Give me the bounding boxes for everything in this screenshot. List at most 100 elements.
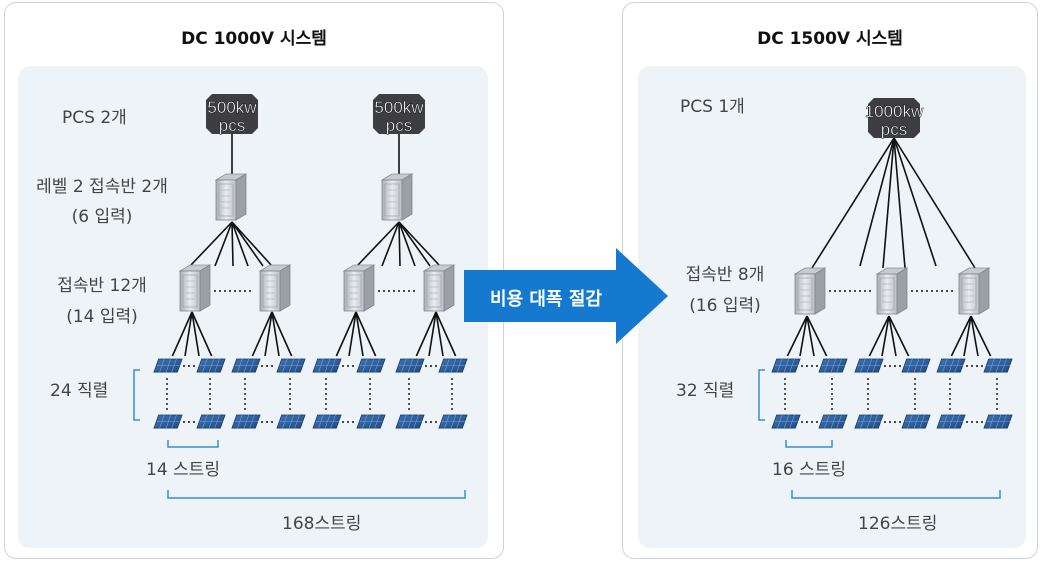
connector-line	[264, 311, 273, 357]
connector-line	[806, 315, 828, 357]
solar-panel-top	[196, 358, 226, 373]
solar-panel-bottom	[356, 414, 386, 429]
solar-panel-bottom	[153, 414, 183, 429]
connector-line	[335, 311, 357, 357]
connector-line	[859, 137, 895, 267]
combiner-box-3	[343, 264, 375, 312]
connector-line	[398, 221, 401, 267]
connector-line	[184, 311, 193, 357]
pcs-500kw-right	[373, 94, 425, 134]
cost-reduction-arrow	[464, 248, 668, 344]
series-bracket	[133, 369, 140, 421]
left-pcs-count: PCS 2개	[62, 108, 127, 128]
pcs-500kw-left-type: pcs	[219, 116, 245, 135]
connector-line	[191, 311, 200, 357]
solar-panel-bottom	[936, 414, 966, 429]
solar-panel-bottom	[276, 414, 306, 429]
connector-line	[868, 315, 890, 357]
solar-panel-top	[312, 358, 342, 373]
solar-panel-bottom	[901, 414, 931, 429]
connector-line	[970, 315, 992, 357]
left-combiner-inputs: (14 입력)	[66, 307, 138, 327]
connector-line	[355, 311, 364, 357]
connector-line	[428, 311, 437, 357]
pcs-500kw-left	[206, 94, 258, 134]
solar-panel-bottom	[196, 414, 226, 429]
left-combiner-label: 접속반 12개	[57, 276, 147, 296]
connector-line	[231, 221, 273, 267]
solar-panel-top	[153, 358, 183, 373]
pcs-500kw-left-capacity: 500kw	[207, 98, 257, 117]
solar-panel-bottom	[395, 414, 425, 429]
right-combiner-label: 접속반 8개	[685, 265, 765, 285]
connector-line	[435, 311, 444, 357]
pcs-1000kw-capacity: 1000kw	[865, 102, 924, 121]
connector-line	[231, 221, 234, 267]
connector-line	[881, 315, 890, 357]
connector-line	[355, 311, 377, 357]
pcs-500kw-right-capacity: 500kw	[374, 98, 424, 117]
solar-panel-bottom	[983, 414, 1013, 429]
right-combiner-inputs: (16 입력)	[689, 296, 761, 316]
solar-panel-top	[818, 358, 848, 373]
series-bracket	[758, 369, 765, 421]
solar-panel-top	[356, 358, 386, 373]
solar-panel-top	[936, 358, 966, 373]
connector-line	[888, 315, 897, 357]
solar-panel-top	[438, 358, 468, 373]
pcs-1000kw-type: pcs	[881, 120, 907, 139]
dc1000v-diagram-area	[18, 66, 488, 548]
combiner-box-4	[423, 264, 455, 312]
left-level2-inputs: (6 입력)	[71, 207, 133, 227]
combiner-box-r3	[958, 267, 990, 315]
connector-line	[963, 315, 972, 357]
solar-panel-top	[276, 358, 306, 373]
combiner-box-r2	[876, 267, 908, 315]
dc1500v-title: DC 1500V 시스템	[757, 29, 903, 49]
connector-line	[786, 315, 808, 357]
solar-panel-top	[771, 358, 801, 373]
connector-line	[950, 315, 972, 357]
connector-line	[171, 311, 193, 357]
left-string-label: 14 스트링	[146, 460, 220, 480]
connector-line	[348, 311, 357, 357]
connector-line	[415, 311, 437, 357]
solar-panel-top	[854, 358, 884, 373]
solar-panel-top	[901, 358, 931, 373]
string-bracket	[167, 440, 219, 448]
connector-line	[893, 137, 937, 267]
left-series-label: 24 직렬	[50, 381, 109, 401]
connector-line	[231, 221, 249, 267]
total-bracket	[167, 490, 466, 499]
level2-combiner-1	[215, 173, 247, 221]
connector-line	[398, 221, 431, 267]
connector-line	[381, 221, 400, 267]
solar-panel-bottom	[312, 414, 342, 429]
right-pcs-count: PCS 1개	[680, 97, 745, 117]
connector-line	[214, 221, 233, 267]
dc1000v-title: DC 1000V 시스템	[181, 29, 327, 49]
connector-line	[271, 311, 293, 357]
left-level2-label: 레벨 2 접속반 2개	[36, 177, 168, 197]
left-total-strings: 168스트링	[282, 514, 362, 534]
combiner-box-r1	[794, 267, 826, 315]
solar-panel-top	[395, 358, 425, 373]
connector-line	[799, 315, 808, 357]
pcs-500kw-right-type: pcs	[386, 116, 412, 135]
total-bracket	[791, 490, 1001, 499]
right-series-label: 32 직렬	[676, 381, 735, 401]
connector-line	[356, 221, 400, 267]
solar-panel-bottom	[854, 414, 884, 429]
connector-line	[398, 221, 416, 267]
right-total-strings: 126스트링	[858, 514, 938, 534]
connector-line	[189, 221, 233, 267]
combiner-box-1	[179, 264, 211, 312]
pcs-1000kw	[868, 98, 920, 138]
right-string-label: 16 스트링	[772, 460, 846, 480]
connector-line	[231, 221, 264, 267]
connector-line	[435, 311, 457, 357]
level2-combiner-2	[381, 173, 413, 221]
solar-panel-bottom	[771, 414, 801, 429]
connector-line	[251, 311, 273, 357]
